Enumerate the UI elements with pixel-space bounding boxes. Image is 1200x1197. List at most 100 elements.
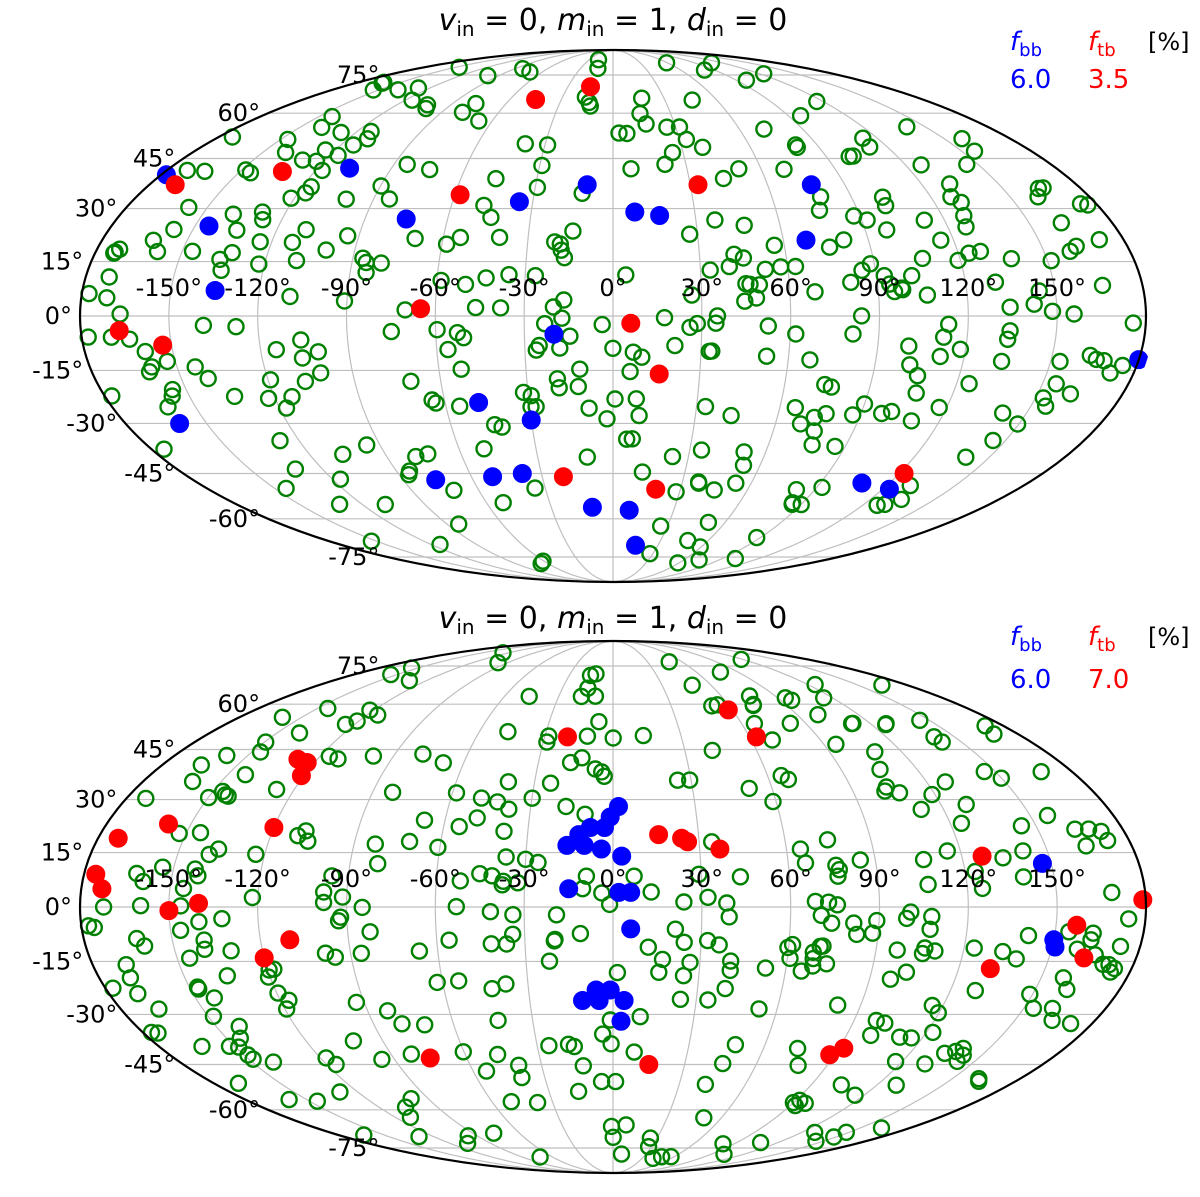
source-marker-open — [553, 309, 571, 327]
source-marker-bb — [600, 807, 620, 827]
source-marker-open — [580, 399, 598, 417]
source-marker-open — [1024, 999, 1043, 1017]
source-marker-open — [317, 241, 335, 259]
source-marker-open — [1052, 214, 1071, 232]
source-marker-open — [1038, 806, 1057, 825]
source-marker-open — [218, 746, 236, 765]
source-marker-tb — [450, 185, 470, 205]
source-marker-tb — [159, 814, 178, 834]
source-marker-tb — [165, 175, 185, 195]
source-marker-open — [1034, 179, 1052, 197]
source-marker-open — [382, 322, 400, 341]
source-marker-open — [213, 910, 231, 928]
source-marker-open — [134, 872, 152, 891]
source-marker-tb — [109, 321, 129, 341]
source-marker-open — [528, 178, 547, 197]
source-marker-open — [483, 867, 501, 885]
source-marker-tb — [553, 467, 573, 487]
title-val: = 1, — [604, 3, 686, 38]
source-marker-open — [844, 406, 862, 424]
source-marker-open — [261, 371, 280, 389]
source-marker-open — [703, 697, 721, 715]
source-marker-open — [757, 347, 776, 365]
source-marker-open — [410, 942, 429, 960]
source-marker-open — [180, 949, 199, 967]
source-marker-open — [737, 275, 755, 293]
source-marker-open — [932, 231, 950, 249]
source-marker-open — [1042, 252, 1060, 270]
source-marker-open — [639, 1137, 658, 1156]
source-marker-open — [675, 933, 693, 951]
source-marker-open — [953, 129, 971, 148]
source-marker-open — [137, 789, 155, 808]
source-marker-open — [313, 161, 331, 180]
source-marker-open — [222, 942, 240, 960]
source-marker-open — [898, 118, 916, 136]
source-marker-open — [277, 399, 296, 417]
source-marker-open — [286, 460, 305, 478]
source-marker-tb — [254, 948, 274, 968]
source-marker-open — [401, 1108, 420, 1127]
source-marker-open — [1043, 302, 1062, 320]
source-marker-open — [481, 903, 500, 921]
source-marker-open — [699, 991, 717, 1009]
source-marker-open — [1092, 822, 1110, 841]
source-marker-open — [914, 850, 933, 869]
source-marker-open — [671, 990, 690, 1008]
source-marker-open — [783, 935, 802, 954]
source-marker-bb — [591, 839, 611, 859]
lat-tick-label: 75° — [337, 61, 380, 89]
source-marker-open — [681, 771, 699, 789]
source-marker-open — [259, 389, 278, 408]
source-marker-open — [701, 261, 719, 279]
lat-tick-label: -75° — [328, 543, 379, 571]
source-marker-open — [637, 115, 655, 133]
source-marker-open — [482, 935, 500, 953]
source-marker-open — [555, 249, 574, 267]
source-marker-open — [783, 494, 802, 512]
source-marker-open — [450, 972, 468, 990]
source-marker-open — [876, 196, 895, 215]
source-marker-open — [842, 273, 860, 291]
source-marker-bb — [796, 230, 816, 250]
source-marker-open — [965, 142, 984, 160]
plot-border — [78, 639, 1148, 1175]
source-marker-open — [900, 337, 918, 355]
source-marker-open — [854, 129, 872, 147]
source-marker-open — [429, 838, 447, 856]
source-marker-open — [604, 1128, 622, 1147]
source-marker-open — [471, 865, 489, 883]
source-marker-open — [936, 773, 954, 791]
source-marker-open — [400, 672, 419, 690]
source-marker-open — [159, 398, 177, 416]
lon-tick-label: 150° — [1028, 274, 1086, 302]
source-marker-open — [1043, 1011, 1061, 1030]
source-marker-open — [792, 962, 810, 980]
source-marker-open — [273, 708, 292, 726]
chart-title: vin = 0, min = 1, din = 0 — [439, 3, 788, 41]
lat-tick-label: -15° — [32, 356, 83, 384]
source-marker-open — [641, 1129, 660, 1147]
source-marker-open — [254, 210, 272, 229]
source-marker-open — [98, 289, 116, 307]
source-marker-open — [817, 405, 835, 423]
source-marker-open — [1032, 763, 1050, 781]
source-marker-open — [548, 370, 567, 388]
source-marker-open — [652, 517, 670, 535]
source-marker-open — [604, 339, 622, 357]
source-marker-open — [765, 236, 783, 255]
source-marker-open — [878, 221, 896, 239]
source-marker-open — [316, 944, 335, 962]
source-marker-open — [600, 895, 619, 914]
source-marker-open — [608, 963, 627, 982]
source-marker-open — [941, 175, 959, 193]
source-marker-open — [986, 273, 1005, 291]
source-marker-open — [657, 54, 676, 72]
source-marker-open — [247, 845, 265, 863]
source-marker-open — [1030, 282, 1048, 300]
source-marker-tb — [1133, 890, 1153, 910]
source-marker-bb — [577, 175, 597, 195]
source-marker-open — [617, 266, 635, 284]
legend-ftb-sub: tb — [1097, 40, 1115, 61]
lon-tick-label: -150° — [136, 274, 202, 302]
